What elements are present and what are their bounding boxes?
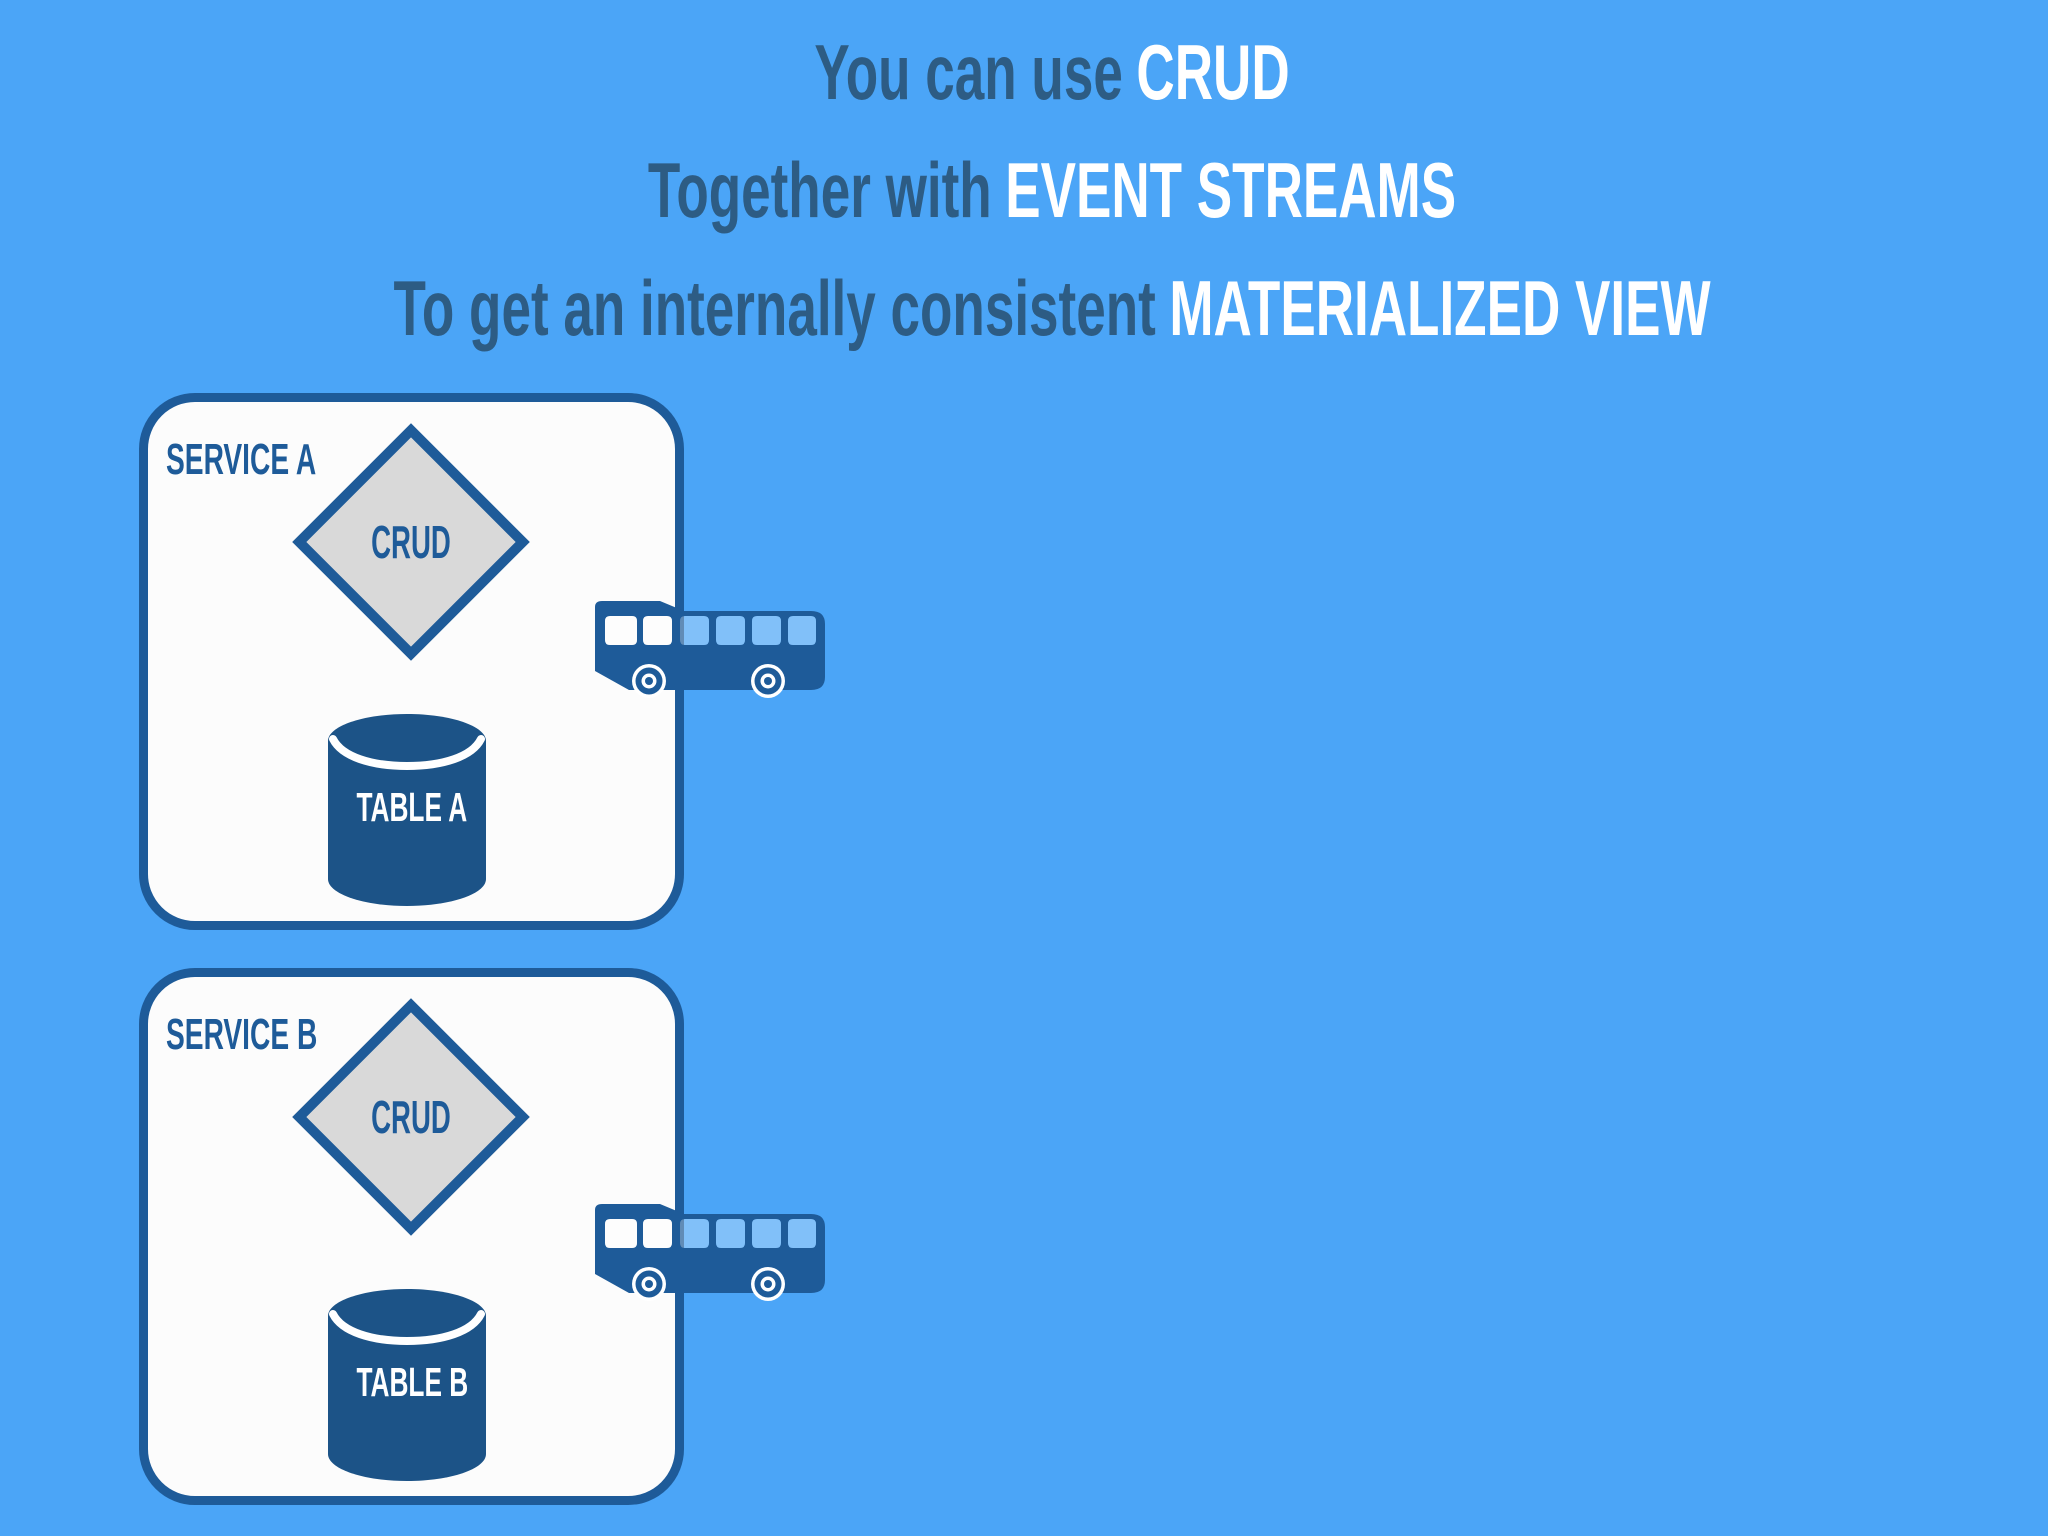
crud-label: CRUD — [371, 1091, 451, 1143]
service-name-label: SERVICE B — [166, 1010, 318, 1059]
event-bus-icon — [595, 1204, 825, 1301]
title-highlight-text: CRUD — [1136, 28, 1290, 116]
title-highlight-text: EVENT STREAMS — [1005, 146, 1457, 234]
event-bus-icon — [595, 601, 825, 698]
table-label: TABLE A — [356, 784, 468, 830]
table-label: TABLE B — [356, 1359, 469, 1405]
crud-label: CRUD — [371, 516, 451, 568]
service-name-label: SERVICE A — [166, 435, 317, 484]
database-cylinder-icon — [328, 1289, 486, 1481]
title-regular-text: You can use — [814, 28, 1123, 116]
database-cylinder: TABLE A — [328, 714, 486, 906]
database-cylinder: TABLE B — [328, 1289, 486, 1481]
title-regular-text: Together with — [647, 146, 992, 234]
service-a-panel: SERVICE A CRUD TABLE A — [139, 393, 684, 930]
title-regular-text: To get an internally consistent — [393, 264, 1156, 352]
service-b-panel: SERVICE B CRUD TABLE B — [139, 968, 684, 1505]
title-highlight-text: MATERIALIZED VIEW — [1169, 264, 1711, 352]
database-cylinder-icon — [328, 714, 486, 906]
